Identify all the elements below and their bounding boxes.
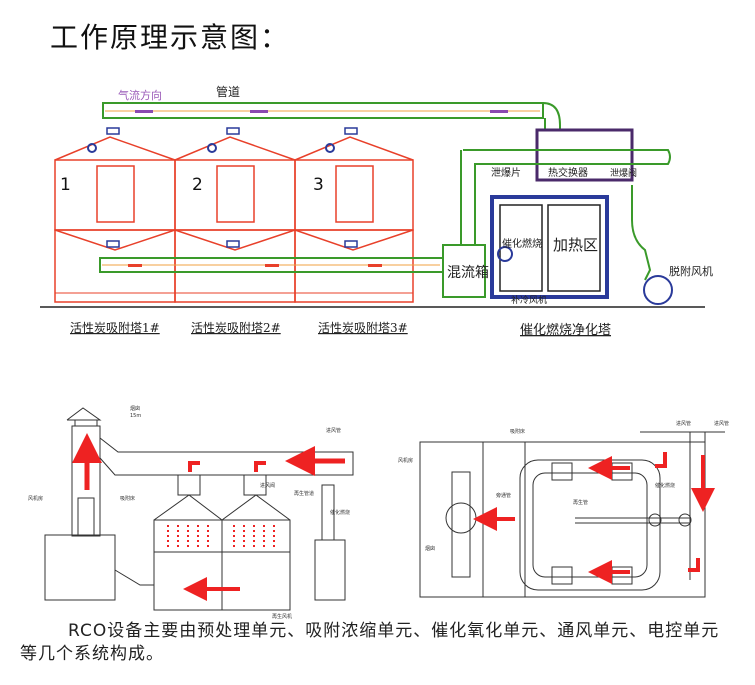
purifier-label: 催化燃烧净化塔 — [520, 322, 611, 338]
bl-inlet-duct-label: 进风管 — [326, 427, 341, 434]
tower-2 — [174, 127, 296, 303]
tower-3 — [294, 127, 414, 303]
catalytic-burn-label: 催化燃烧 — [502, 237, 542, 250]
tower-label-1: 活性炭吸附塔1# — [70, 321, 160, 335]
tower-number-1: 1 — [60, 175, 71, 195]
heating-zone-label: 加热区 — [553, 236, 598, 254]
bl-chimney-height: 15m — [130, 413, 141, 419]
bl-chimney-label: 烟囱 — [130, 405, 140, 412]
br-regen-duct-label: 再生管 — [573, 499, 588, 506]
tower-number-3: 3 — [313, 175, 324, 195]
tower-label-2: 活性炭吸附塔2# — [191, 321, 281, 335]
bottom-right-arrows — [473, 452, 715, 584]
caption: RCO设备主要由预处理单元、吸附浓缩单元、催化氧化单元、通风单元、电控单元等几个… — [20, 621, 720, 664]
br-chimney-label: 烟囱 — [425, 545, 435, 552]
page-title: 工作原理示意图： — [50, 21, 291, 54]
br-catalytic-burn-label: 催化燃烧 — [655, 482, 675, 489]
explosion-valve-label: 泄爆阀 — [610, 167, 637, 179]
bottom-right-diagram — [419, 431, 725, 598]
bl-regen-duct-label: 再生管道 — [294, 490, 314, 497]
br-inlet-duct-1-label: 进风管 — [676, 420, 691, 427]
lower-pipe — [99, 257, 446, 273]
tower-number-2: 2 — [192, 175, 203, 195]
br-adsorption-bed-label: 吸附床 — [510, 428, 525, 435]
explosion-vent-label: 泄爆片 — [491, 166, 521, 179]
bottom-left-diagram — [44, 407, 354, 611]
mixing-box-label: 混流箱 — [447, 265, 489, 281]
bl-regen-fan-label: 再生风机 — [272, 613, 292, 620]
tower-1 — [54, 127, 176, 303]
heat-exchanger-label: 热交换器 — [548, 166, 588, 179]
main-pipe — [102, 102, 561, 131]
catalytic-purifier — [442, 128, 673, 305]
airflow-label: 气流方向 — [118, 88, 162, 102]
bottom-left-arrows — [72, 433, 345, 601]
br-bypass-duct-label: 旁通管 — [496, 492, 511, 499]
bl-catalytic-burn-label: 催化燃烧 — [330, 509, 350, 516]
bl-inlet-valve-label: 进风阀 — [260, 482, 275, 489]
br-inlet-duct-2-label: 进风管 — [714, 420, 729, 427]
cooling-fan-label: 补冷风机 — [511, 294, 547, 306]
pipe-label: 管道 — [216, 84, 240, 99]
bl-fan-room-label: 风机房 — [28, 495, 43, 502]
br-fan-room-label: 风机房 — [398, 457, 413, 464]
top-diagram: 气流方向 管道 — [40, 84, 713, 338]
desorption-fan-label: 脱附风机 — [669, 264, 713, 278]
tower-label-3: 活性炭吸附塔3# — [318, 321, 408, 335]
bl-adsorption-bed-label: 吸附床 — [120, 495, 135, 502]
